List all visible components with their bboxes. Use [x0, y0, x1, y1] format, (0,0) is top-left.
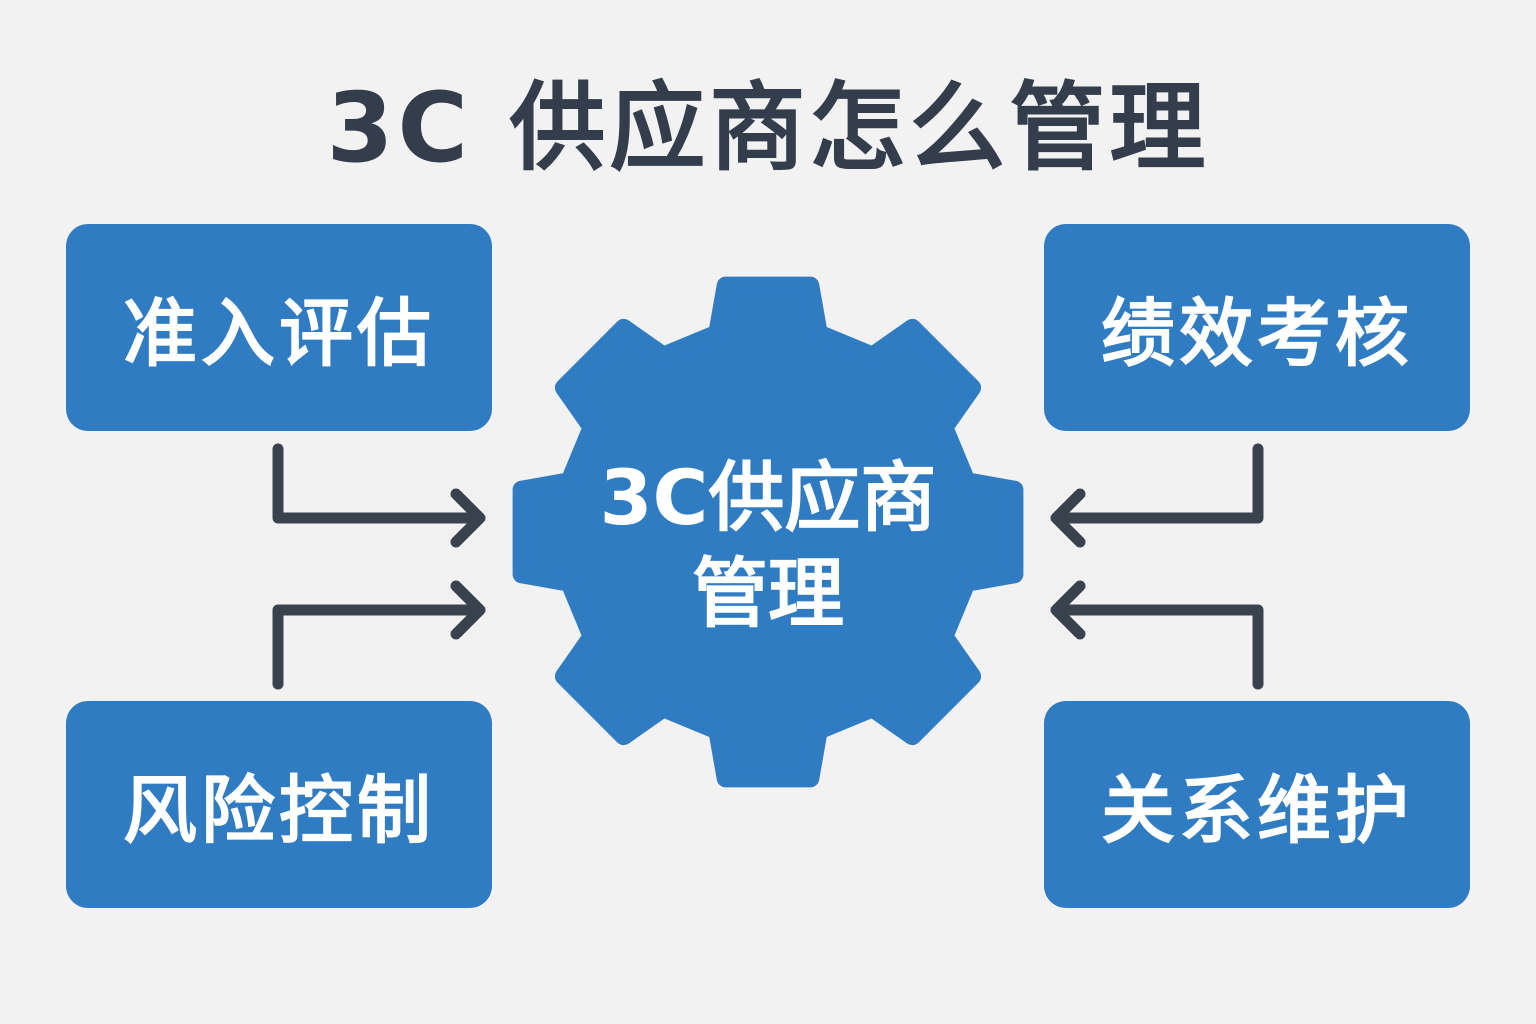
- box-performance-review: 绩效考核: [1044, 224, 1470, 431]
- gear-label-line2: 管理: [692, 549, 844, 638]
- box-admission-evaluation: 准入评估: [66, 224, 492, 431]
- box-label: 关系维护: [1101, 768, 1413, 854]
- gear-label: 3C供应商 管理: [568, 450, 968, 642]
- box-risk-control: 风险控制: [66, 701, 492, 908]
- box-label: 风险控制: [123, 768, 435, 854]
- arrow-bottom-left: [272, 580, 486, 690]
- arrow-top-left: [272, 443, 486, 548]
- box-label: 准入评估: [123, 291, 435, 377]
- arrow-top-right: [1050, 443, 1264, 548]
- page-title: 3C 供应商怎么管理: [326, 72, 1210, 184]
- gear-label-line1: 3C供应商: [599, 453, 937, 542]
- gear-shape: [512, 276, 1024, 788]
- box-label: 绩效考核: [1101, 291, 1413, 377]
- arrow-bottom-right: [1050, 580, 1264, 690]
- box-relationship-maintenance: 关系维护: [1044, 701, 1470, 908]
